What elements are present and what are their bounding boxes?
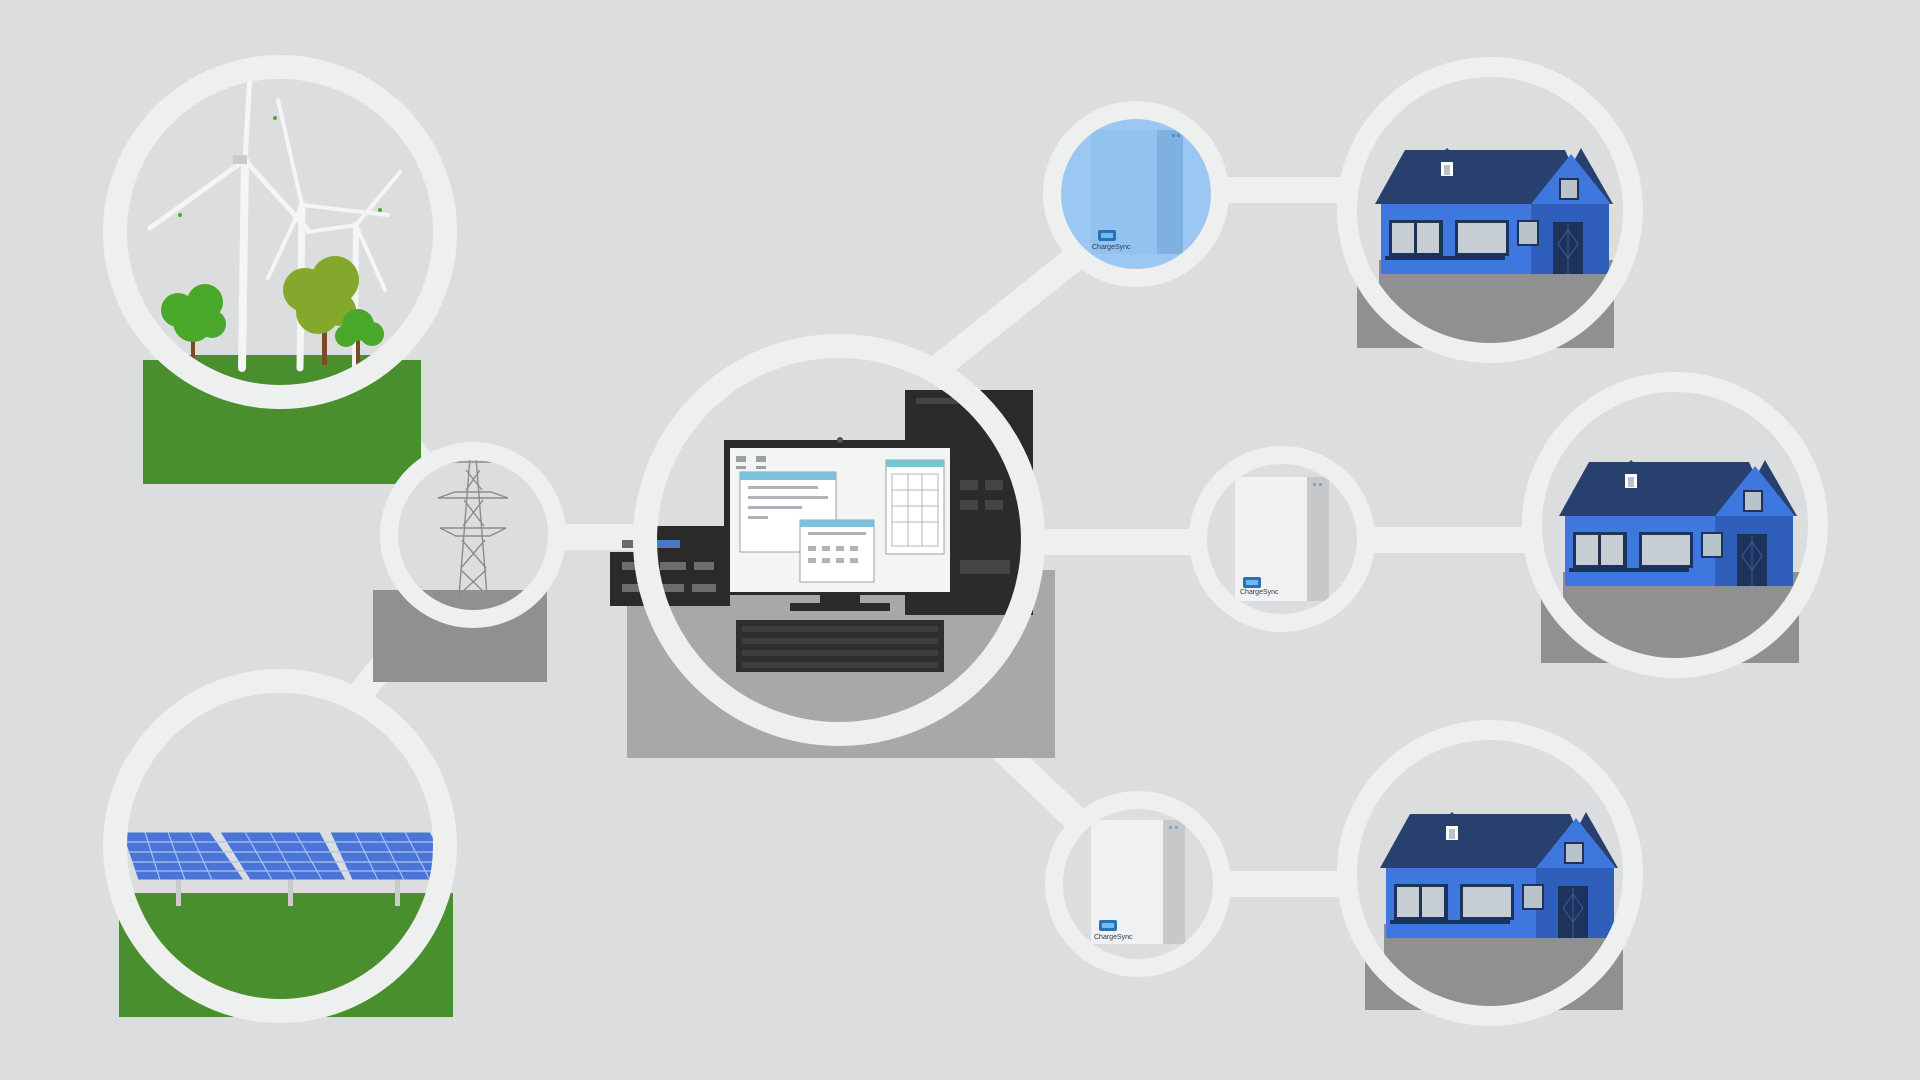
battery-3-ring <box>1045 791 1231 977</box>
battery-3-node: ChargeSync <box>1045 791 1231 977</box>
battery-2-ring <box>1189 446 1375 632</box>
power-pylon-ring <box>380 442 566 628</box>
battery-2-node: ChargeSync <box>1189 446 1375 632</box>
power-pylon-node <box>373 442 566 682</box>
tree-icon <box>283 256 359 365</box>
solar-farm-ring <box>103 669 457 1023</box>
home-battery-icon <box>1091 820 1185 944</box>
house-2-node <box>1522 372 1828 678</box>
home-battery-icon <box>1235 477 1329 601</box>
house-2-ring <box>1522 372 1828 678</box>
tree-icon <box>161 284 226 363</box>
solar-farm-node <box>103 669 457 1023</box>
battery-1-node: ChargeSync <box>1043 101 1229 287</box>
battery-1-ring <box>1043 101 1229 287</box>
home-battery-icon <box>1091 130 1183 254</box>
battery-brand-label: ChargeSync <box>1240 589 1279 596</box>
solar-panel-icon <box>121 831 445 906</box>
control-computer-node <box>610 334 1055 758</box>
house-3-node <box>1337 720 1643 1026</box>
house-3-ring <box>1337 720 1643 1026</box>
desktop-computer-icon <box>724 437 956 611</box>
wind-farm-node <box>103 55 457 484</box>
house-1-ring <box>1337 57 1643 363</box>
tree-icon <box>335 309 384 365</box>
control-computer-ring <box>633 334 1045 746</box>
wind-turbine-icon <box>147 67 402 372</box>
computer-to-battery-1-connector <box>931 243 1089 377</box>
house-1-node <box>1337 57 1643 363</box>
transmission-tower-icon <box>437 457 509 597</box>
battery-brand-label: ChargeSync <box>1092 244 1131 251</box>
battery-brand-label: ChargeSync <box>1094 934 1133 941</box>
wind-farm-ring <box>103 55 457 409</box>
